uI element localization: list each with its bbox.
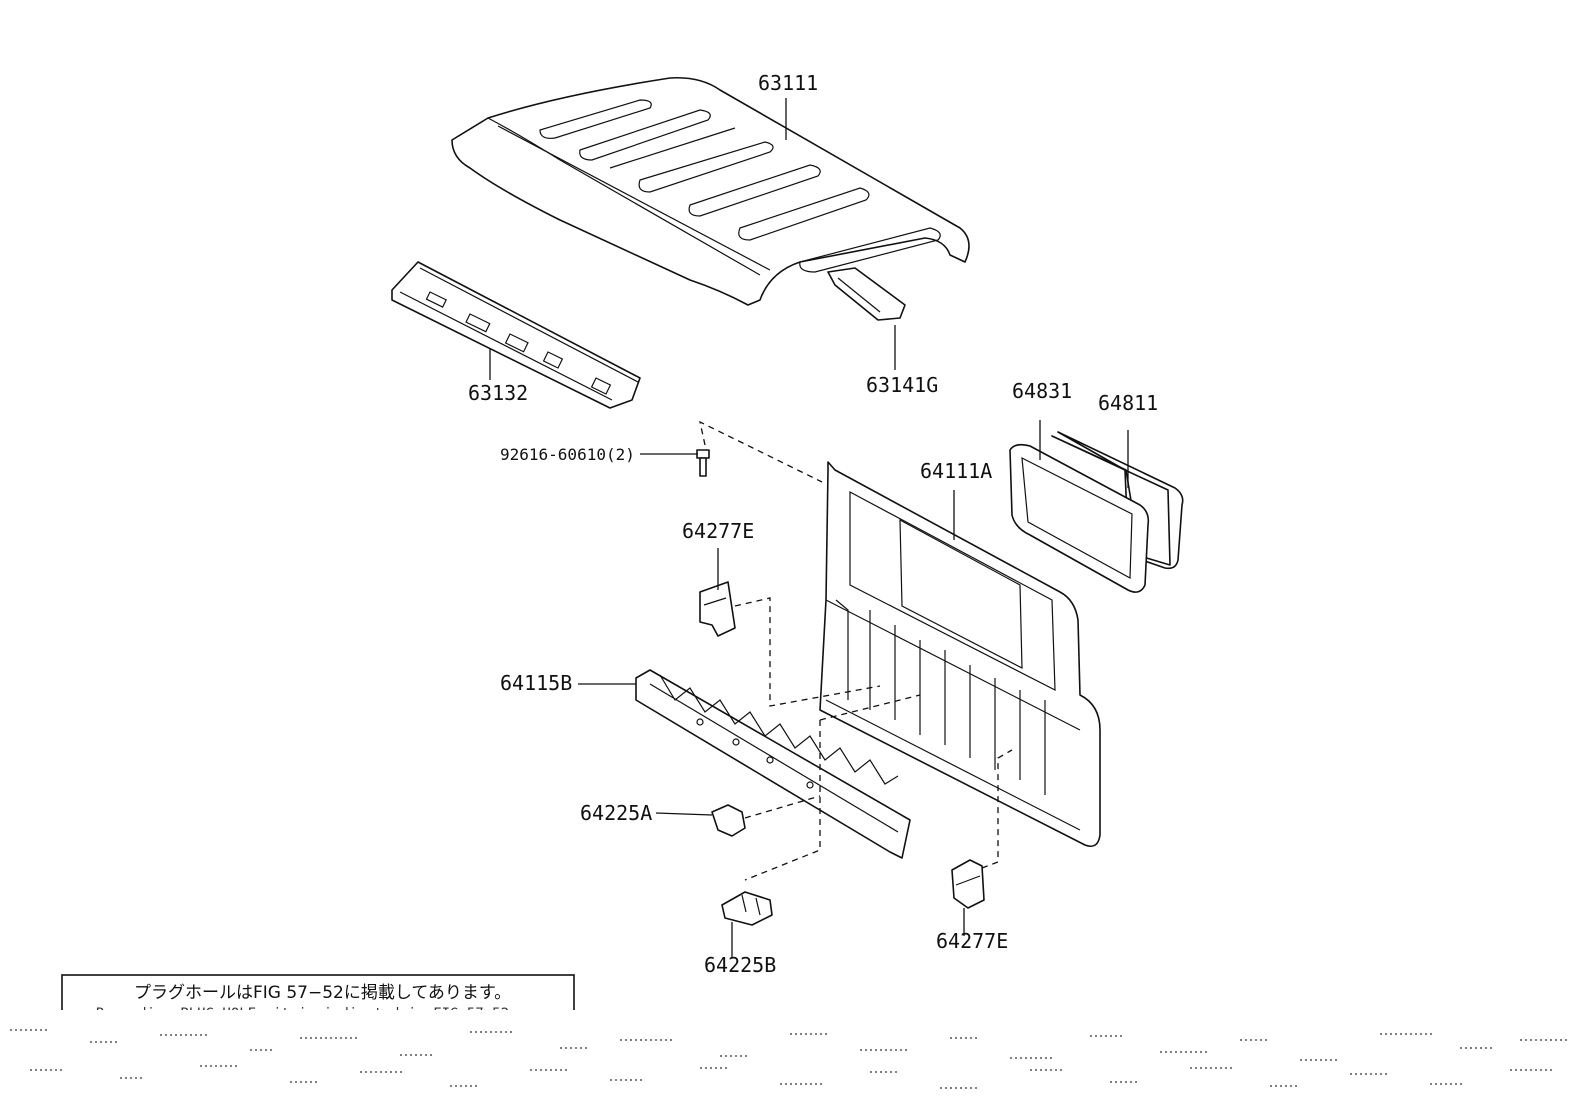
bracket-lower: [951, 859, 985, 909]
label-64831: 64831: [1012, 379, 1072, 403]
label-63111: 63111: [758, 71, 818, 95]
label-64277E-lower: 64277E: [936, 929, 1008, 953]
bolt: [696, 449, 710, 477]
part-labels: 63111 63132 63141G 64831 64811 64111A 92…: [468, 71, 1158, 977]
note-japanese: プラグホールはFIG 57−52に掲載してあります。: [134, 983, 511, 1003]
label-64811: 64811: [1098, 391, 1158, 415]
assembly-dashed-lines: [699, 420, 1013, 881]
rear-roof-rail: [827, 267, 906, 321]
label-64225B: 64225B: [704, 953, 776, 977]
roof-header-panel: [391, 261, 641, 409]
clip-b: [721, 891, 773, 926]
label-92616-60610: 92616-60610(2): [500, 445, 635, 464]
label-64225A: 64225A: [580, 801, 652, 825]
back-panel: [819, 461, 1101, 848]
clip-a: [711, 804, 746, 837]
back-window-weatherstrip: [1009, 443, 1150, 593]
scan-noise-band: [0, 1010, 1592, 1099]
label-64111A: 64111A: [920, 459, 992, 483]
label-64277E-upper: 64277E: [682, 519, 754, 543]
label-63141G: 63141G: [866, 373, 938, 397]
label-63132: 63132: [468, 381, 528, 405]
leader-lines: [489, 98, 1129, 958]
label-64115B: 64115B: [500, 671, 572, 695]
roof-panel: [451, 76, 970, 306]
bracket-upper: [699, 581, 736, 637]
back-panel-sill: [635, 669, 911, 859]
